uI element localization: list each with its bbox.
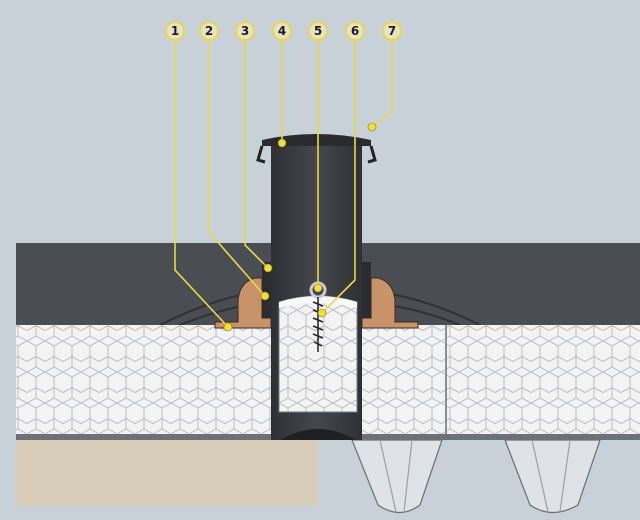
callout-5: 5 [308,21,328,41]
callout-dots [223,122,377,332]
svg-text:6: 6 [351,24,359,38]
callout-3: 3 [235,21,255,41]
svg-text:1: 1 [171,24,179,38]
callout-2: 2 [199,21,219,41]
svg-text:4: 4 [278,24,286,38]
callout-6: 6 [345,21,365,41]
svg-text:2: 2 [205,24,213,38]
callout-7: 7 [382,21,402,41]
callout-1: 1 [165,21,185,41]
callout-4: 4 [272,21,292,41]
substrate-block [16,440,318,506]
svg-text:3: 3 [241,24,249,38]
deck-ribs [351,439,601,514]
svg-text:7: 7 [388,24,396,38]
svg-text:5: 5 [314,24,322,38]
callout-lines [174,41,393,328]
flange [214,277,419,329]
